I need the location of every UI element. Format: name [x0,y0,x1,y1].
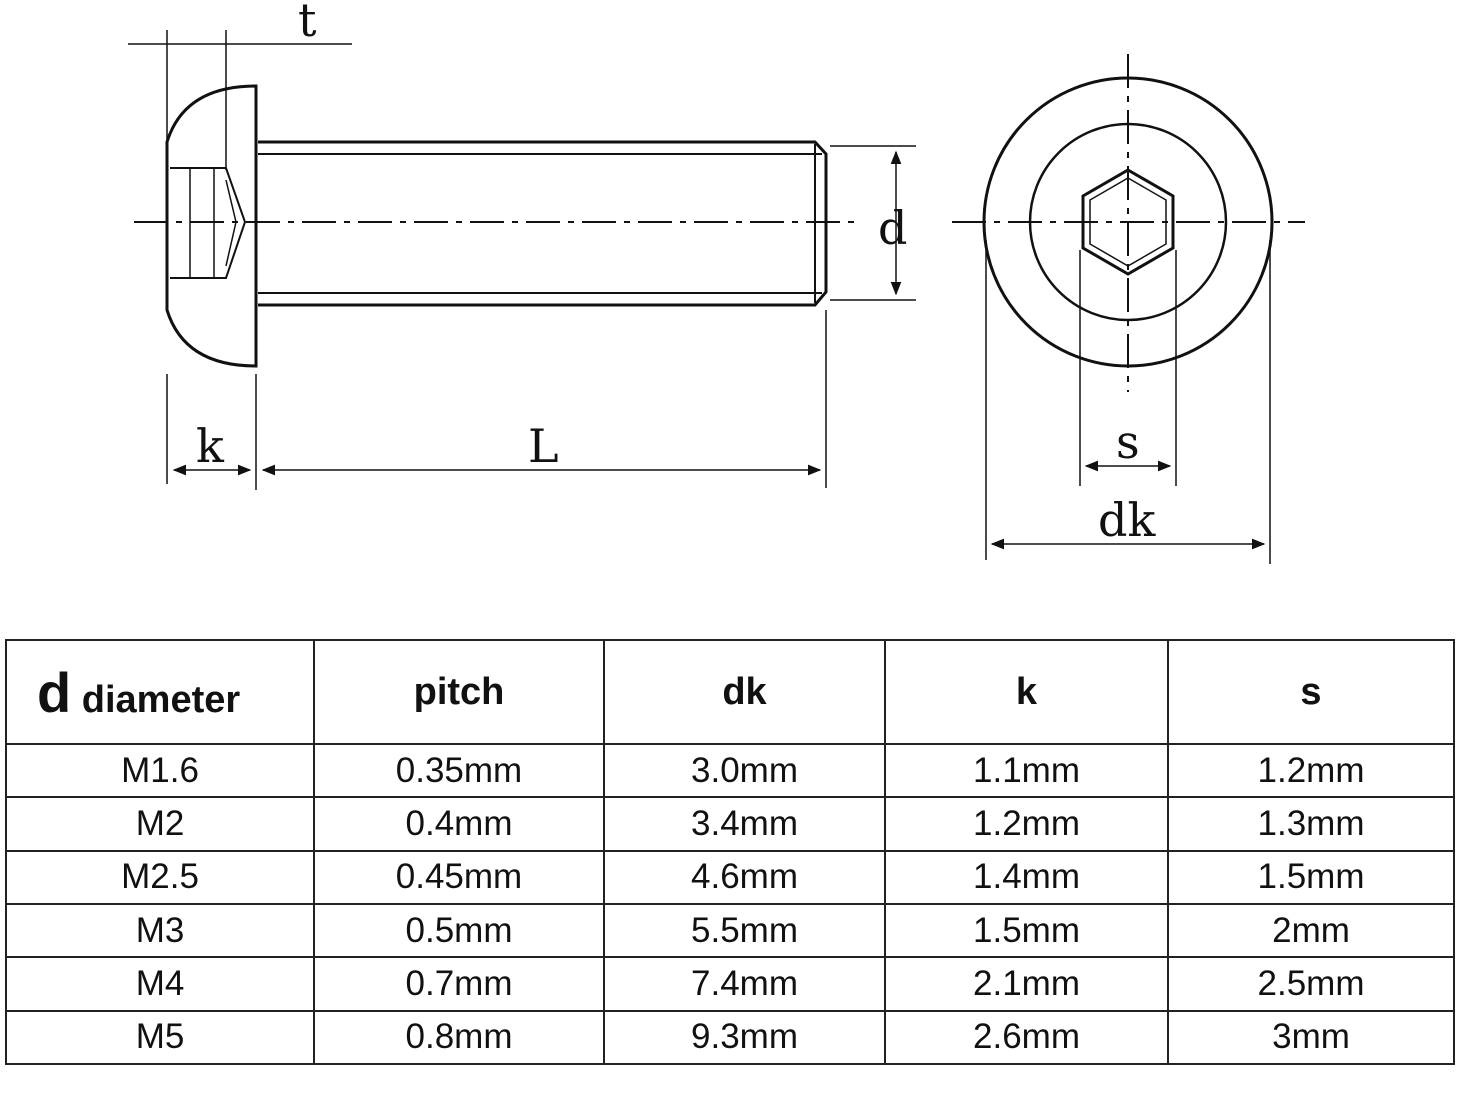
cell-pitch: 0.8mm [313,1009,605,1066]
table-row: M2 0.4mm 3.4mm 1.2mm 1.3mm [5,796,1455,852]
cell-k: 1.5mm [884,902,1169,959]
label-dk: dk [1098,493,1156,547]
hex-socket-profile [170,167,247,279]
label-s: s [1116,415,1140,469]
cell-s: 1.5mm [1167,849,1455,905]
header-d-symbol: d [37,660,72,724]
cell-d: M1.6 [5,742,315,799]
cell-dk: 4.6mm [603,849,886,905]
header-d-word: diameter [81,678,241,721]
cell-dk: 3.0mm [603,742,886,799]
header-dk: dk [603,639,886,745]
cell-d: M2 [5,796,315,852]
side-view [128,30,916,490]
header-pitch: pitch [313,639,605,745]
cell-d: M2.5 [5,849,315,905]
cell-d: M4 [5,956,315,1012]
table-row: M4 0.7mm 7.4mm 2.1mm 2.5mm [5,956,1455,1012]
screw-head-outline [165,84,258,368]
cell-k: 2.1mm [884,956,1169,1012]
header-d-diameter: d diameter [5,639,315,745]
cell-s: 1.2mm [1167,742,1455,799]
cell-s: 2.5mm [1167,956,1455,1012]
header-k: k [884,639,1169,745]
hex-socket [1081,168,1175,276]
cell-pitch: 0.45mm [313,849,605,905]
label-t: t [298,0,317,47]
label-L: L [528,419,559,473]
label-d: d [878,201,907,255]
screw-shank-outline [258,140,828,307]
table-row: M2.5 0.45mm 4.6mm 1.4mm 1.5mm [5,849,1455,905]
cell-k: 1.4mm [884,849,1169,905]
socket-line [225,179,237,223]
table-row: M5 0.8mm 9.3mm 2.6mm 3mm [5,1009,1455,1066]
label-k: k [196,419,225,473]
cell-s: 2mm [1167,902,1455,959]
cell-dk: 3.4mm [603,796,886,852]
cell-pitch: 0.35mm [313,742,605,799]
dimension-spec-table: d diameter pitch dk k s M1.6 0.35mm 3.0m… [5,639,1455,1066]
header-s: s [1167,639,1455,745]
cell-d: M3 [5,902,315,959]
cell-dk: 9.3mm [603,1009,886,1066]
cell-dk: 5.5mm [603,902,886,959]
cell-s: 3mm [1167,1009,1455,1066]
cell-pitch: 0.4mm [313,796,605,852]
end-view [952,54,1305,564]
cell-d: M5 [5,1009,315,1066]
table-row: M1.6 0.35mm 3.0mm 1.1mm 1.2mm [5,742,1455,799]
cell-s: 1.3mm [1167,796,1455,852]
cell-pitch: 0.7mm [313,956,605,1012]
cell-k: 2.6mm [884,1009,1169,1066]
cell-dk: 7.4mm [603,956,886,1012]
cell-pitch: 0.5mm [313,902,605,959]
cell-k: 1.1mm [884,742,1169,799]
socket-line [225,221,237,267]
cell-k: 1.2mm [884,796,1169,852]
table-header-row: d diameter pitch dk k s [5,639,1455,745]
screw-technical-drawing: t d k L s dk [128,0,1305,564]
table-row: M3 0.5mm 5.5mm 1.5mm 2mm [5,902,1455,959]
